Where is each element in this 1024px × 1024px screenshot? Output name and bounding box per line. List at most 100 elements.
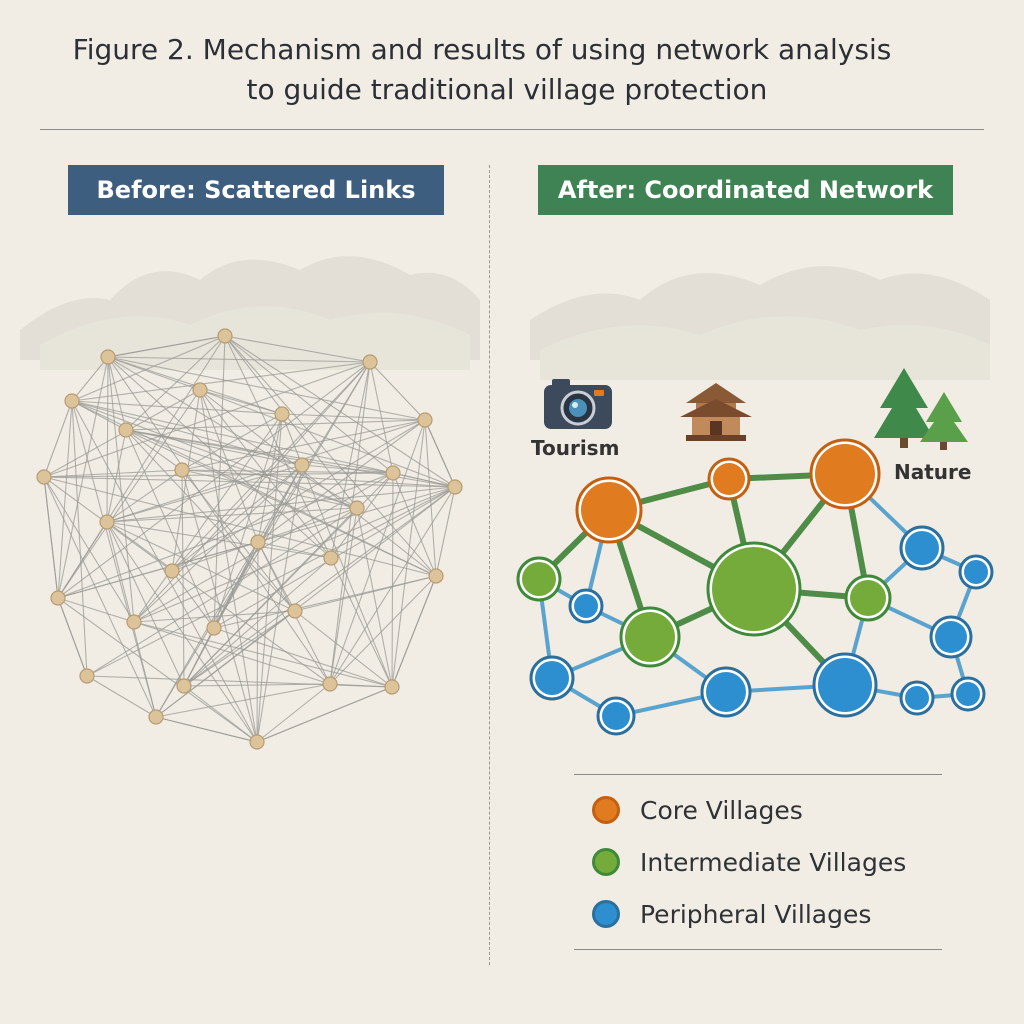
before-edge xyxy=(133,464,303,623)
before-edge xyxy=(71,400,358,509)
before-edge xyxy=(71,400,88,677)
before-edge xyxy=(125,429,358,509)
tourism-label: Tourism xyxy=(531,436,620,460)
before-edge xyxy=(294,610,393,688)
peripheral-village-node xyxy=(529,655,575,701)
before-edge xyxy=(125,429,456,488)
before-edge xyxy=(107,335,226,358)
before-edge xyxy=(86,675,157,718)
nature-label: Nature xyxy=(894,460,972,484)
core-swatch xyxy=(592,796,620,824)
before-edge xyxy=(356,507,393,688)
before-edge xyxy=(281,413,426,421)
before-node xyxy=(294,457,310,473)
before-edge xyxy=(71,335,226,402)
pavilion-icon xyxy=(680,383,752,441)
before-edge xyxy=(57,597,258,743)
before-node xyxy=(36,469,52,485)
before-panel-heading: Before: Scattered Links xyxy=(68,165,444,215)
camera-icon xyxy=(544,379,612,429)
before-edge xyxy=(391,419,426,688)
before-edge xyxy=(424,419,437,577)
before-edge xyxy=(106,464,303,523)
before-edge xyxy=(301,464,394,474)
figure-title: Figure 2. Mechanism and results of using… xyxy=(0,30,1024,110)
before-node xyxy=(50,590,66,606)
before-edge xyxy=(107,356,426,421)
before-edge xyxy=(329,419,426,685)
before-node xyxy=(349,500,365,516)
before-node xyxy=(323,550,339,566)
before-edge xyxy=(57,389,201,599)
before-node xyxy=(64,393,80,409)
before-edge xyxy=(106,521,296,612)
before-edge xyxy=(294,575,437,612)
peripheral-village-node xyxy=(899,525,945,571)
peripheral-village-node xyxy=(950,676,986,712)
before-edge xyxy=(256,683,331,743)
before-edge xyxy=(57,335,226,599)
before-edge xyxy=(57,541,259,599)
before-edge xyxy=(57,400,73,599)
before-edge xyxy=(107,356,127,431)
before-edge xyxy=(171,464,303,572)
before-node xyxy=(385,465,401,481)
legend-label-core: Core Villages xyxy=(640,795,803,825)
before-edge xyxy=(107,356,371,363)
before-edge xyxy=(106,469,183,523)
mountains-right xyxy=(530,266,990,380)
before-edge xyxy=(181,469,358,509)
before-edge xyxy=(106,521,258,743)
before-edge xyxy=(281,413,303,466)
before-edge xyxy=(330,557,393,688)
panel-divider xyxy=(489,165,490,965)
figure-title-line-2: to guide traditional village protection xyxy=(246,73,768,106)
before-edge xyxy=(171,389,201,572)
before-edge xyxy=(133,361,371,623)
peripheral-village-node xyxy=(958,554,994,590)
before-edge xyxy=(181,469,258,743)
before-edge xyxy=(57,472,394,599)
before-edge xyxy=(43,476,456,488)
legend-item-peripheral: Peripheral Villages xyxy=(592,896,871,932)
before-edge xyxy=(392,472,437,577)
before-edge xyxy=(257,419,426,543)
core-village-node xyxy=(809,438,881,510)
before-edge xyxy=(86,675,393,688)
before-edge xyxy=(43,476,437,577)
before-edge xyxy=(107,356,331,685)
before-edge xyxy=(71,400,283,415)
before-edge xyxy=(106,507,358,523)
before-nodes xyxy=(36,328,463,750)
peripheral-village-node xyxy=(568,588,604,624)
before-edge xyxy=(213,361,371,629)
legend: Core Villages Intermediate Villages Peri… xyxy=(574,774,942,950)
before-edge xyxy=(71,361,371,402)
before-edge xyxy=(125,429,296,612)
before-edge xyxy=(43,361,371,478)
before-node xyxy=(164,563,180,579)
before-node xyxy=(274,406,290,422)
before-edge xyxy=(125,419,426,431)
before-edge xyxy=(199,389,283,415)
before-edge xyxy=(329,683,393,688)
before-edge xyxy=(43,476,59,599)
before-node xyxy=(249,734,265,750)
before-node xyxy=(148,709,164,725)
core-village-node xyxy=(707,457,751,501)
before-edge xyxy=(199,389,437,577)
intermediate-village-node xyxy=(706,541,802,637)
figure-title-line-1: Figure 2. Mechanism and results of using… xyxy=(72,33,892,66)
before-edge xyxy=(133,621,393,688)
before-edge xyxy=(43,472,394,478)
before-edge xyxy=(224,335,394,474)
pine-trees-icon xyxy=(874,368,968,450)
intermediate-village-node xyxy=(516,556,562,602)
before-edge xyxy=(181,413,283,471)
before-node xyxy=(79,668,95,684)
intermediate-village-node xyxy=(619,606,681,668)
before-edge xyxy=(155,464,303,718)
before-edge xyxy=(125,335,226,431)
before-edge xyxy=(213,335,226,629)
